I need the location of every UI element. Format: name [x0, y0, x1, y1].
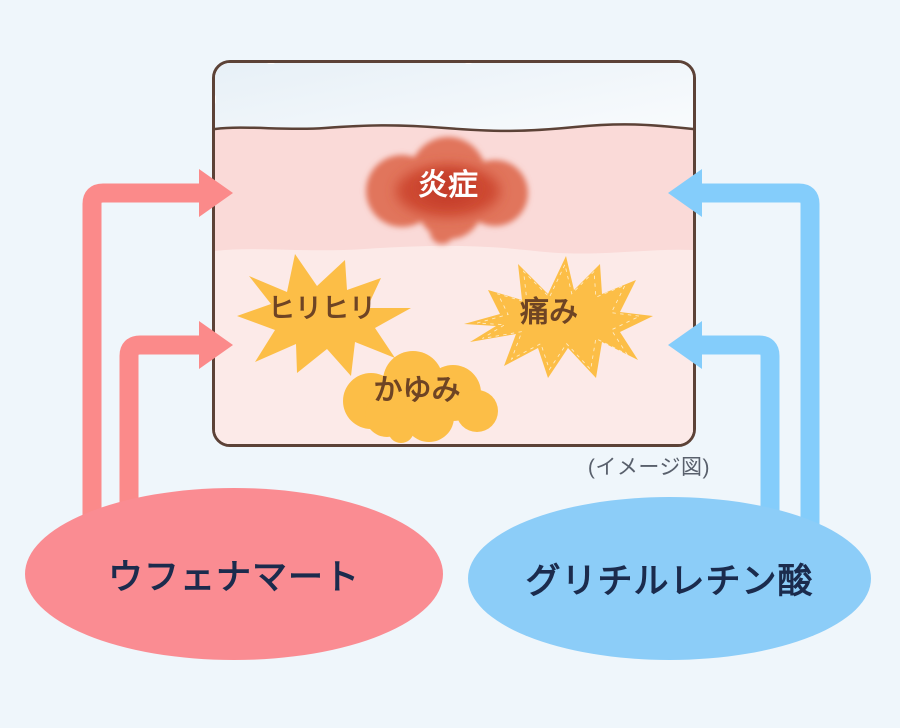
- glycyrrhetinic-acid-label: グリチルレチン酸: [525, 562, 814, 601]
- ufenamate-label: ウフェナマート: [107, 557, 360, 597]
- skin-surface-line: [215, 123, 693, 133]
- tingling-starburst: [237, 254, 411, 376]
- pain-starburst: [464, 256, 653, 378]
- ufenamate-bubble: ウフェナマート: [25, 488, 443, 660]
- border-gap: [267, 63, 275, 64]
- glycyrrhetinic-acid-bubble: グリチルレチン酸: [468, 497, 871, 660]
- tingling-label: ヒリヒリ: [268, 293, 376, 324]
- inflammation-label: 炎症: [418, 169, 478, 202]
- border-gap: [215, 95, 216, 104]
- itching-label: かゆみ: [373, 374, 461, 407]
- itching-cloud: [343, 351, 498, 443]
- skin-panel: 炎症 ヒリヒリ 痛み かゆみ: [212, 60, 696, 447]
- border-gap: [465, 63, 472, 64]
- skin-layers-illustration: [215, 63, 693, 444]
- inflammation-blob: [366, 137, 528, 244]
- pain-label: 痛み: [519, 296, 579, 329]
- image-diagram-caption: (イメージ図): [587, 456, 710, 479]
